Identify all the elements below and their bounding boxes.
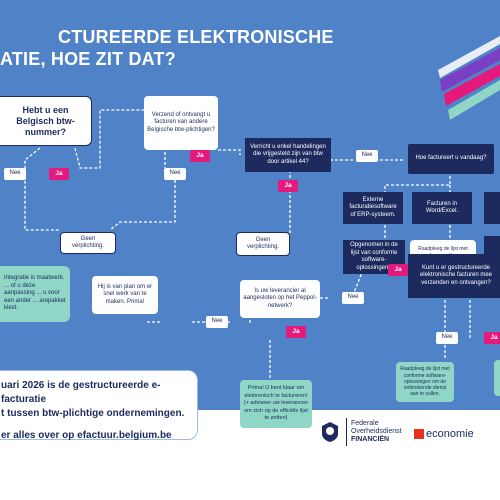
note-line-3: er alles over op efactuur.belgium.be xyxy=(1,430,172,441)
note-line-2: t tussen btw-plichtige ondernemingen. xyxy=(1,408,185,419)
question-leverancier: Is uw leverancier al aangesloten op het … xyxy=(240,280,320,318)
question-hoe-factureert: Hoe factureert u vandaag? xyxy=(408,144,494,174)
option-extern-software: Externe facturatiesoftware of ERP-systee… xyxy=(343,192,403,224)
federale-divider xyxy=(346,418,347,446)
advice-integratie: Integratie is maatwerk. ... of u deze aa… xyxy=(0,266,70,322)
option-word-excel: Facturen in Word/Excel. xyxy=(412,192,472,224)
question-belgisch-btw: Hebt u een Belgisch btw-nummer? xyxy=(0,96,92,146)
question-verzend: Verzend of ontvangt u facturen van ander… xyxy=(144,96,218,150)
federale-line-3: FINANCIËN xyxy=(351,436,390,443)
question-vrijgesteld: Verricht u enkel handelingen die vrijges… xyxy=(245,138,331,172)
answer-hij-is-van-plan: Hij is van plan om er snel werk van te m… xyxy=(92,276,158,314)
label-ja-5: Ja xyxy=(286,326,306,338)
federale-logo: Federale Overheidsdienst FINANCIËN xyxy=(318,418,402,446)
label-ja-2: Ja xyxy=(190,150,210,162)
label-ja-3: Ja xyxy=(278,180,298,192)
answer-partial-right xyxy=(494,360,500,396)
note-line-1: uari 2026 is de gestructureerde e-factur… xyxy=(1,380,161,405)
label-ja-4: Ja xyxy=(388,264,408,276)
economie-logo: economie xyxy=(414,428,474,440)
label-nee-4: Nee xyxy=(342,292,364,304)
belgian-coat-of-arms-icon xyxy=(322,422,338,442)
federale-line-1: Federale xyxy=(351,420,379,427)
label-nee-6: Nee xyxy=(436,332,458,344)
answer-prima: Prima! U bent klaar om elektronisch te f… xyxy=(240,380,312,428)
economie-square-icon xyxy=(414,429,424,439)
label-nee-2: Nee xyxy=(164,168,186,180)
title-line-1: CTUREERDE ELEKTRONISCHE xyxy=(58,27,334,47)
economie-label: economie xyxy=(426,428,474,440)
result-geen-verplichting-2: Geen verplichting. xyxy=(236,232,290,256)
label-ja-6: Ja xyxy=(484,332,500,344)
question-kunt-u: Kunt u er gestructureerde elektronische … xyxy=(408,254,500,298)
label-nee-1: Nee xyxy=(4,168,26,180)
result-geen-verplichting-1: Geen verplichting. xyxy=(60,232,116,254)
info-note: uari 2026 is de gestructureerde e-factur… xyxy=(0,370,198,441)
label-ja-1: Ja xyxy=(49,168,69,180)
label-nee-5: Nee xyxy=(206,316,228,328)
option-partial-right xyxy=(484,192,500,224)
page-title: CTUREERDE ELEKTRONISCHE ATIE, HOE ZIT DA… xyxy=(0,26,334,70)
advice-raadpleeg-2: Raadpleeg de lijst met conforme software… xyxy=(396,362,454,402)
title-line-2: ATIE, HOE ZIT DAT? xyxy=(0,49,176,69)
federale-line-2: Overheidsdienst xyxy=(351,428,402,435)
label-nee-3: Nee xyxy=(356,150,378,162)
